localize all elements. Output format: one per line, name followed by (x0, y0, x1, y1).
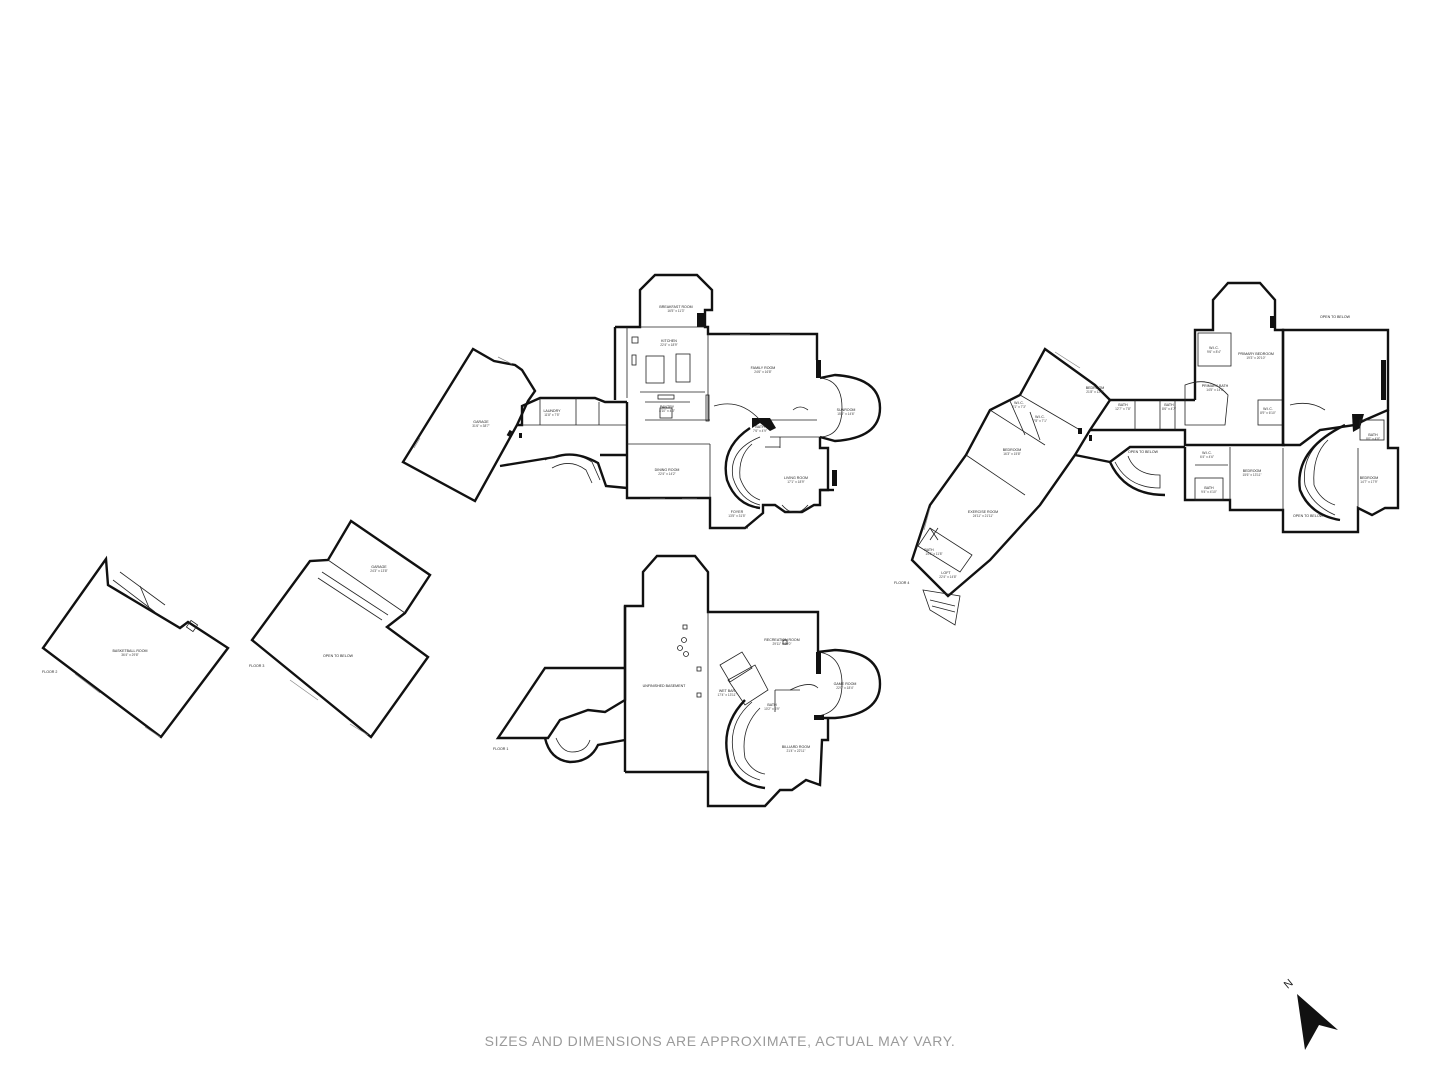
main-bath-name: BATH (755, 425, 765, 429)
f1-bath-dim: 10'2" x 6'9" (764, 707, 780, 711)
f4-primary-bath-dim: 14'5" x 14'0" (1206, 388, 1223, 392)
main-garage-name: GARAGE (473, 420, 489, 424)
f4-wic-c-dim: 8'9" x 6'10" (1260, 411, 1276, 415)
f4-exercise-room-dim: 24'11" x 21'11" (973, 514, 994, 518)
f4-wic-a-dim: 6'1" x 7'3" (1012, 405, 1026, 409)
main-pantry-name: PANTRY (660, 405, 675, 409)
main-kitchen-name: KITCHEN (661, 339, 677, 343)
f4-wic-primary-name: W.I.C. (1209, 346, 1219, 350)
main-foyer-dim: 13'5" x 31'5" (728, 514, 745, 518)
f4-bedroom-nw-dim: 21'8" x 12'0" (1086, 390, 1103, 394)
f4-wic-d-dim: 6'4" x 4'6" (1200, 455, 1214, 459)
north-label: N (1282, 977, 1296, 991)
f4-bedroom-e-dim: 14'7" x 17'9" (1360, 480, 1377, 484)
f4-primary-bedroom-dim: 19'3" x 20'10" (1246, 356, 1265, 360)
f4-open-to-below-mid-name: OPEN TO BELOW (1128, 450, 1159, 454)
north-arrow-icon (1297, 994, 1338, 1050)
f4-bedroom-s-dim: 15'6" x 13'11" (1242, 473, 1261, 477)
main-laundry-dim: 11'8" x 7'5" (544, 413, 559, 417)
f4-floor-label: FLOOR 4 (894, 581, 909, 585)
f4-bedroom-e-name: BEDROOM (1360, 476, 1379, 480)
f4-bedroom-s-name: BEDROOM (1243, 469, 1262, 473)
f4-bath-e-dim: 8'0" x 4'8" (1366, 437, 1380, 441)
main-breakfast-room-dim: 16'5" x 11'3" (667, 309, 684, 313)
f4-bath-w-name: BATH (924, 548, 934, 552)
f2-walls (41, 555, 230, 739)
main-living-room-dim: 17'1" x 18'9" (787, 480, 804, 484)
f4-bath-w-dim: 14'3" x 11'8" (925, 552, 942, 556)
main-living-room-name: LIVING ROOM (784, 476, 808, 480)
f4-wic-c-name: W.I.C. (1263, 407, 1273, 411)
f3-walls (250, 519, 432, 739)
main-bath-dim: 7'6" x 4'9" (753, 429, 767, 433)
main-sunroom-name: SUNROOM (837, 408, 856, 412)
f4-wic-primary-dim: 9'6" x 8'4" (1207, 350, 1221, 354)
f4-loft-dim: 22'4" x 14'8" (939, 575, 956, 579)
floor1-plan: UNFINISHED BASEMENT RECREATION ROOM 29'1… (493, 554, 882, 808)
f1-game-room-dim: 22'0" x 18'4" (836, 686, 853, 690)
floor4-plan: BEDROOM 21'8" x 12'0" W.I.C. 6'1" x 7'3"… (894, 281, 1400, 626)
f4-bath-small-name: BATH (1164, 403, 1174, 407)
floor3-plan: GARAGE 24'3" x 13'8" OPEN TO BELOW FLOOR… (249, 519, 432, 739)
main-sunroom-dim: 15'5" x 14'6" (837, 412, 854, 416)
f1-unfinished-basement-name: UNFINISHED BASEMENT (643, 684, 687, 688)
f1-billiard-room-name: BILLIARD ROOM (782, 745, 810, 749)
main-pantry-dim: 8'10" x 4'3" (659, 409, 675, 413)
f2-floor-label: FLOOR 2 (42, 670, 57, 674)
f4-bath-hall-dim: 12'7" x 7'8" (1115, 407, 1131, 411)
main-garage-walls (401, 347, 537, 503)
main-dining-room-name: DINING ROOM (655, 468, 680, 472)
f4-primary-bath-name: PRIMARY BATH (1202, 384, 1229, 388)
disclaimer-text: SIZES AND DIMENSIONS ARE APPROXIMATE, AC… (484, 1033, 956, 1049)
f1-walls-north (623, 554, 820, 772)
f1-wet-bar-name: WET BAR (719, 689, 736, 693)
f4-bath-hall-name: BATH (1118, 403, 1128, 407)
f4-bedroom-nw-name: BEDROOM (1086, 386, 1105, 390)
f4-bath-small-dim: 8'6" x 4'7" (1162, 407, 1176, 411)
f1-billiard-room-dim: 21'4" x 22'11" (786, 749, 805, 753)
f1-bath-name: BATH (767, 703, 777, 707)
f4-loft-name: LOFT (941, 571, 951, 575)
f4-exercise-room-name: EXERCISE ROOM (968, 510, 998, 514)
f4-wic-a-name: W.I.C. (1014, 401, 1024, 405)
f2-basketball-room-name: BASKETBALL ROOM (112, 649, 147, 653)
f4-bath-e-name: BATH (1368, 433, 1378, 437)
main-floor-plan: GARAGE 31'6" x 38'7" LAUNDRY 11'8" x 7'5… (401, 273, 882, 530)
f4-open-to-below-bottom-name: OPEN TO BELOW (1293, 514, 1324, 518)
f4-primary-bedroom-name: PRIMARY BEDROOM (1238, 352, 1274, 356)
main-garage-dim: 31'6" x 38'7" (472, 424, 489, 428)
main-family-room-name: FAMILY ROOM (751, 366, 776, 370)
f1-game-room-name: GAME ROOM (834, 682, 857, 686)
floor2-plan: BASKETBALL ROOM 36'4" x 29'8" FLOOR 2 (41, 555, 230, 739)
f2-basketball-room-dim: 36'4" x 29'8" (121, 653, 138, 657)
f4-bath-d-name: BATH (1204, 486, 1214, 490)
main-laundry-name: LAUNDRY (543, 409, 561, 413)
main-dining-room-dim: 22'4" x 14'2" (658, 472, 675, 476)
f4-open-to-below-top-name: OPEN TO BELOW (1320, 315, 1351, 319)
f3-floor-label: FLOOR 3 (249, 664, 264, 668)
main-kitchen-dim: 22'4" x 18'9" (660, 343, 677, 347)
main-family-room-dim: 24'6" x 16'8" (754, 370, 771, 374)
f4-wic-b-dim: 7'8" x 7'1" (1033, 419, 1047, 423)
f3-open-to-below-name: OPEN TO BELOW (323, 654, 354, 658)
f1-recreation-room-name: RECREATION ROOM (764, 638, 799, 642)
f3-garage-name: GARAGE (371, 565, 387, 569)
main-foyer-name: FOYER (731, 510, 744, 514)
f1-floor-label: FLOOR 1 (493, 747, 508, 751)
f4-wic-d-name: W.I.C. (1202, 451, 1212, 455)
f1-recreation-room-dim: 29'11" x 20'0" (772, 642, 791, 646)
f4-bath-d-dim: 9'4" x 4'10" (1201, 490, 1217, 494)
f4-bedroom-w-dim: 16'3" x 15'8" (1003, 452, 1020, 456)
f4-bedroom-w-name: BEDROOM (1003, 448, 1022, 452)
f1-wet-bar-dim: 17'4" x 13'11" (717, 693, 736, 697)
main-breakfast-room-name: BREAKFAST ROOM (659, 305, 692, 309)
f3-garage-dim: 24'3" x 13'8" (370, 569, 387, 573)
f4-wic-b-name: W.I.C. (1035, 415, 1045, 419)
